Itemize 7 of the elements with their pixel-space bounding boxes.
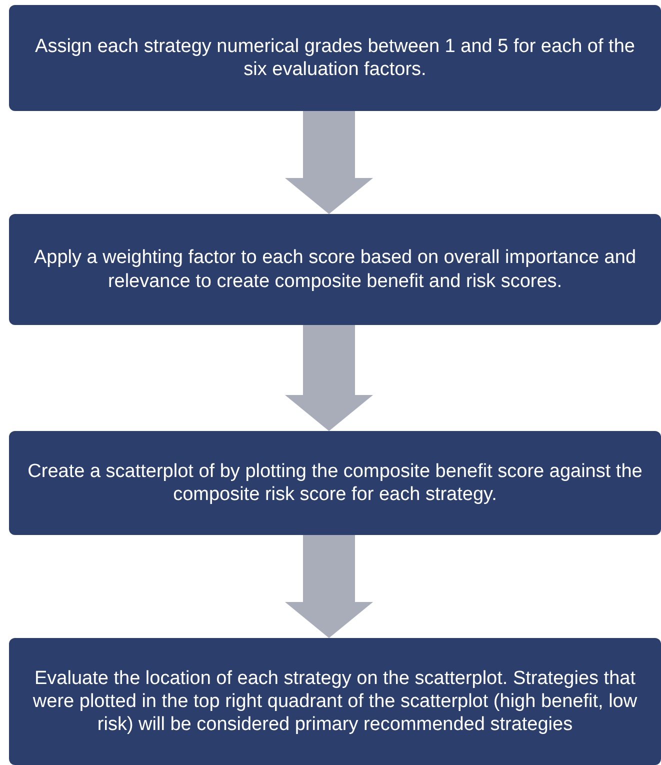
process-box: Assign each strategy numerical grades between 1 and 5 for each of the six evaluation factors. — [9, 5, 661, 111]
process-box: Create a scatterplot of by plotting the composite benefit score against the composite risk score for each strategy. — [9, 431, 661, 535]
process-box: Apply a weighting factor to each score based on overall importance and relevance to create composite benefit and risk scores. — [9, 214, 661, 325]
block-arrow — [285, 111, 373, 214]
process-box: Evaluate the location of each strategy on the scatterplot. Strategies that were plotted in the top right quadrant of the scatterplot (high benefit, low risk) will be considered primary recommended strategies — [9, 638, 661, 765]
block-arrow — [285, 325, 373, 431]
block-arrow — [285, 535, 373, 638]
